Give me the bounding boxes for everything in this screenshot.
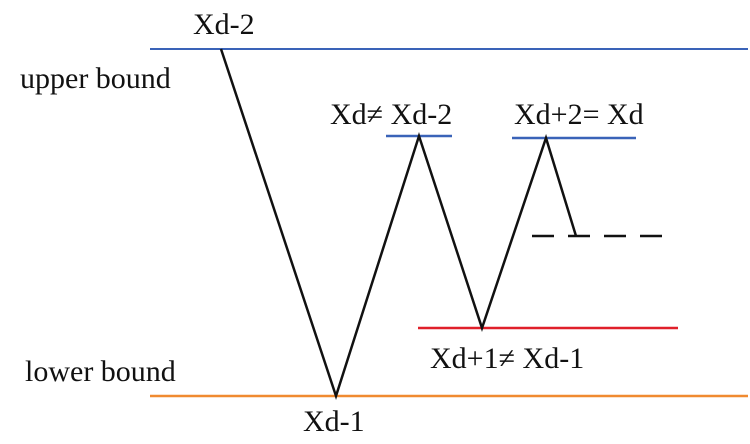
label-lower-bound: lower bound: [25, 355, 176, 388]
label-xd-plus2-eq-xd: Xd+2= Xd: [514, 98, 644, 131]
label-xd-minus1: Xd-1: [303, 405, 365, 438]
label-xd-minus2: Xd-2: [193, 8, 255, 41]
label-upper-bound: upper bound: [20, 62, 171, 95]
label-xd-neq-xd-minus2: Xd≠ Xd-2: [330, 98, 452, 131]
zigzag-path: [219, 48, 578, 401]
label-xd-plus1-neq-xd-minus1: Xd+1≠ Xd-1: [430, 342, 584, 375]
